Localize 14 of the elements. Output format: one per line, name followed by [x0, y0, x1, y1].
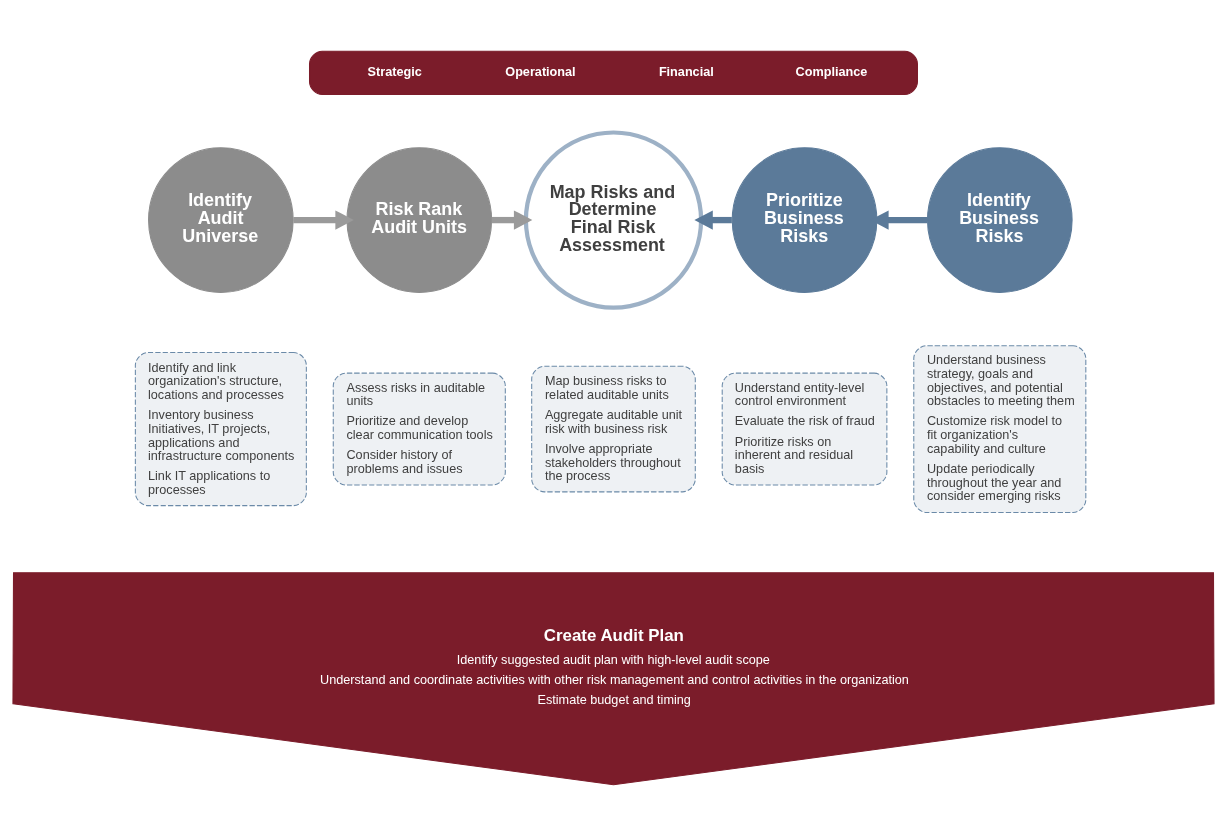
arrow: [293, 209, 354, 230]
node-circle: Prioritize Business Risks: [731, 146, 878, 293]
arrow: [491, 209, 533, 230]
node-circle: Identify Audit Universe: [148, 146, 294, 293]
node-box: Understand business strategy, goals and objectives, and potential obstacles to meeting them Customize risk model to fit organization's capability and culture Update periodically throughout the year and consider emerging risks: [913, 344, 1087, 513]
node-circle: Map Risks and Determine Final Risk Assessment: [523, 129, 704, 310]
node-box: Identify and link organization's structure, locations and processes Inventory business Initiatives, IT projects, applications and infrastructure components Link IT applications to processes: [134, 351, 307, 506]
node-box: Map business risks to related auditable units Aggregate auditable unit risk with business risk Involve appropriate stakeholders throughout the process: [531, 365, 696, 492]
node-box: Understand entity-level control environment Evaluate the risk of fraud Prioritize risks on inherent and residual basis: [721, 372, 888, 486]
arrow: [694, 209, 732, 230]
node-circle: Identify Business Risks: [926, 146, 1073, 293]
node-box: Strategic Operational Financial Compliance: [309, 50, 918, 95]
node-circle: Risk Rank Audit Units: [346, 146, 493, 293]
node-box: Assess risks in auditable units Prioritize and develop clear communication tools Consider history of problems and issues: [332, 372, 506, 486]
